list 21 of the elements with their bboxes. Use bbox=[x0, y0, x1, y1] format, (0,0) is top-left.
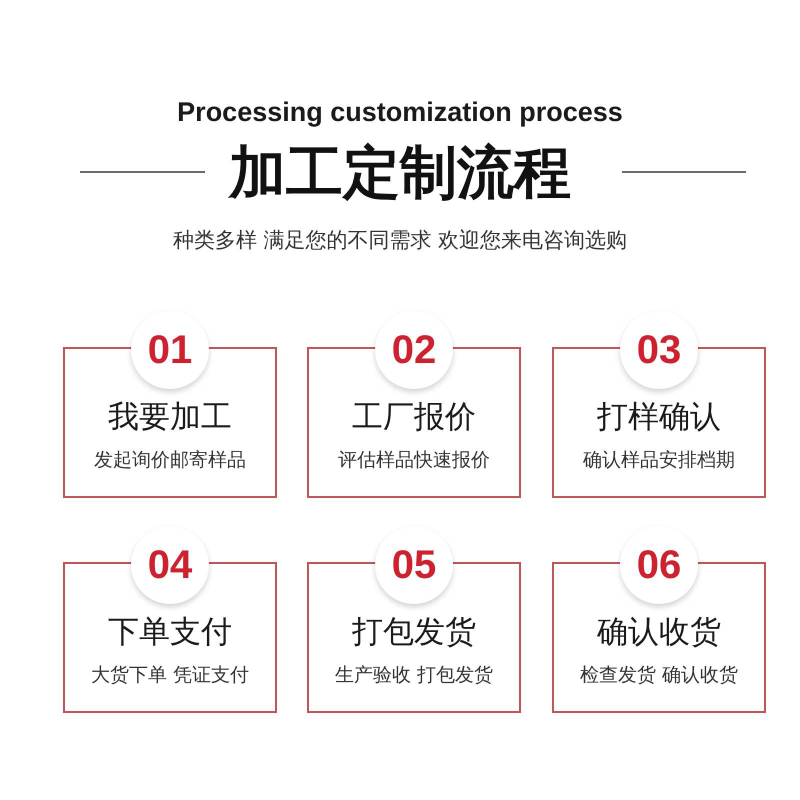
step-number: 02 bbox=[375, 311, 453, 389]
step-title: 下单支付 bbox=[108, 614, 232, 650]
step-number: 03 bbox=[620, 311, 698, 389]
step-description: 发起询价邮寄样品 bbox=[94, 448, 246, 472]
step-number: 05 bbox=[375, 526, 453, 604]
step-title: 打包发货 bbox=[352, 614, 476, 650]
subtitle: 种类多样 满足您的不同需求 欢迎您来电咨询选购 bbox=[172, 227, 628, 254]
step-description: 评估样品快速报价 bbox=[338, 448, 490, 472]
step-title: 工厂报价 bbox=[352, 399, 476, 435]
step-title: 确认收货 bbox=[597, 614, 721, 650]
step-description: 大货下单 凭证支付 bbox=[90, 663, 250, 687]
main-title: 加工定制流程 bbox=[229, 140, 571, 206]
step-title: 我要加工 bbox=[108, 399, 232, 435]
english-heading: Processing customization process bbox=[177, 96, 623, 128]
step-description: 生产验收 打包发货 bbox=[334, 663, 494, 687]
step-number: 06 bbox=[620, 526, 698, 604]
step-description: 检查发货 确认收货 bbox=[580, 663, 738, 687]
step-number: 01 bbox=[131, 311, 209, 389]
step-number: 04 bbox=[131, 526, 209, 604]
step-title: 打样确认 bbox=[597, 399, 721, 435]
step-description: 确认样品安排档期 bbox=[583, 448, 735, 472]
